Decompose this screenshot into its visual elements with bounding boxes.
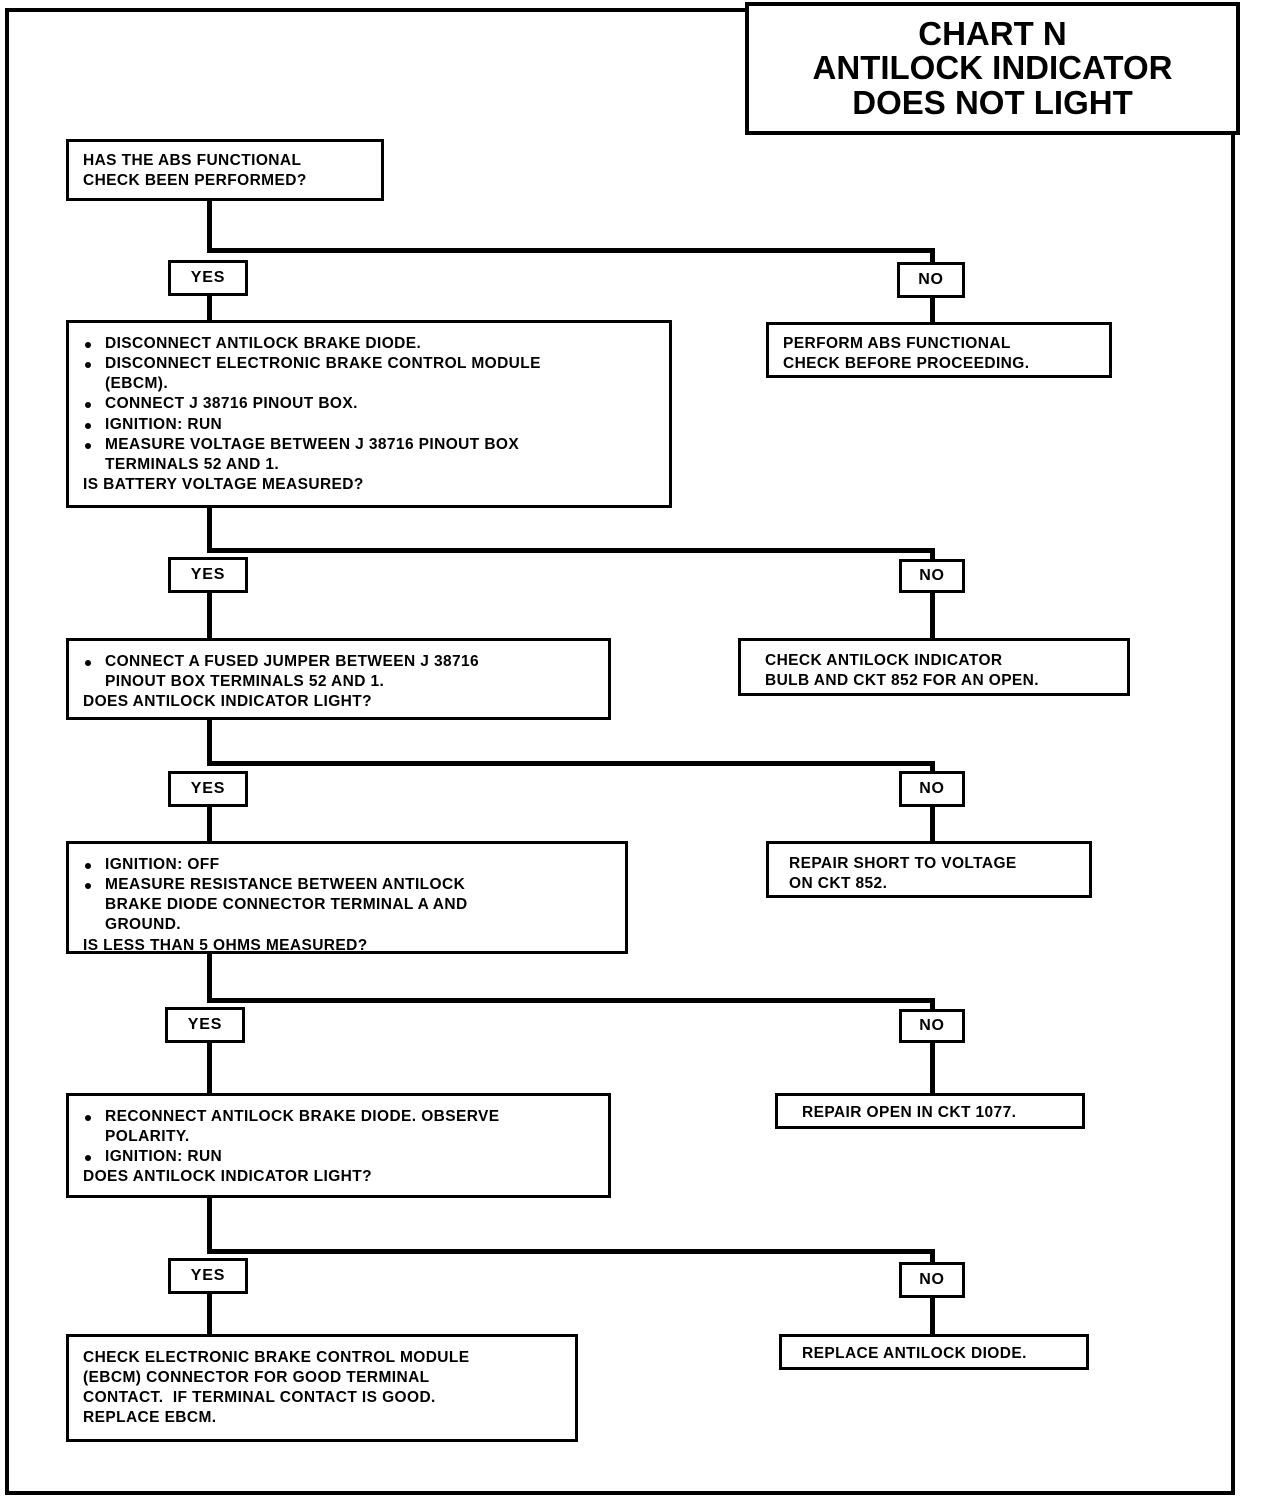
n5no-line-1: REPLACE ANTILOCK DIODE. [802, 1345, 1027, 1362]
connector-yes4-down [207, 1042, 212, 1094]
branch-label-yes-1: YES [168, 260, 248, 296]
n5yes-line-4: REPLACE EBCM. [83, 1409, 217, 1427]
q5-bullet-1-cont: POLARITY. [105, 1128, 190, 1146]
n1-line-2: CHECK BEFORE PROCEEDING. [783, 355, 1030, 373]
connector-q2-down [207, 505, 212, 553]
branch-label-yes-2: YES [168, 557, 248, 593]
connector-no2-down [930, 592, 935, 640]
connector-q1-no-down [930, 248, 935, 264]
q4-bullet-1: IGNITION: OFF [75, 855, 613, 875]
connector-q5-across [207, 1249, 935, 1254]
n5yes-line-2: (EBCM) CONNECTOR FOR GOOD TERMINAL [83, 1369, 430, 1387]
n1-line-1: PERFORM ABS FUNCTIONAL [783, 335, 1011, 352]
q3-bullet-1-cont: PINOUT BOX TERMINALS 52 AND 1. [105, 673, 385, 691]
q2-bullet-4: IGNITION: RUN [75, 415, 657, 435]
branch-label-yes-4: YES [165, 1007, 245, 1043]
node-abs-functional-check-question: HAS THE ABS FUNCTIONAL CHECK BEEN PERFOR… [66, 139, 384, 201]
q2-bullet-2: DISCONNECT ELECTRONIC BRAKE CONTROL MODU… [75, 354, 657, 374]
q4-bullet-2: MEASURE RESISTANCE BETWEEN ANTILOCK [75, 875, 613, 895]
branch-label-no-5: NO [899, 1262, 965, 1298]
q2-question: IS BATTERY VOLTAGE MEASURED? [83, 475, 364, 493]
q2-bullet-5-cont: TERMINALS 52 AND 1. [105, 455, 280, 473]
branch-label-no-1: NO [897, 262, 965, 298]
connector-q5-down [207, 1196, 212, 1254]
connector-no4-down [930, 1042, 935, 1094]
q2-bullet-2-cont: (EBCM). [105, 375, 169, 393]
connector-q4-down [207, 951, 212, 1003]
connector-no5-down [930, 1293, 935, 1335]
q2-bullet-3: CONNECT J 38716 PINOUT BOX. [75, 394, 657, 414]
connector-q2-no-down [930, 548, 935, 562]
connector-q5-no-down [930, 1249, 935, 1263]
connector-q3-no-down [930, 761, 935, 775]
n5yes-line-3: CONTACT. IF TERMINAL CONTACT IS GOOD. [83, 1389, 436, 1407]
node-repair-short-to-voltage: REPAIR SHORT TO VOLTAGE ON CKT 852. [766, 841, 1092, 898]
q4-bullet-2-cont-1: BRAKE DIODE CONNECTOR TERMINAL A AND [105, 896, 468, 914]
page-frame [5, 8, 1235, 1495]
node-reconnect-diode-question: RECONNECT ANTILOCK BRAKE DIODE. OBSERVE … [66, 1093, 611, 1198]
node-check-ebcm-connector: CHECK ELECTRONIC BRAKE CONTROL MODULE (E… [66, 1334, 578, 1442]
node-fused-jumper-question: CONNECT A FUSED JUMPER BETWEEN J 38716 P… [66, 638, 611, 720]
q3-bullet-1: CONNECT A FUSED JUMPER BETWEEN J 38716 [75, 652, 596, 672]
q4-bullet-2-cont-2: GROUND. [105, 916, 181, 934]
connector-q1-down [207, 199, 212, 253]
q1-line-2: CHECK BEEN PERFORMED? [83, 172, 307, 190]
title-line-3: DOES NOT LIGHT [852, 83, 1133, 121]
branch-label-no-2: NO [899, 559, 965, 593]
q5-question: DOES ANTILOCK INDICATOR LIGHT? [83, 1168, 372, 1186]
branch-label-yes-5: YES [168, 1258, 248, 1294]
connector-yes5-down [207, 1293, 212, 1335]
q5-bullet-2: IGNITION: RUN [75, 1147, 596, 1167]
node-repair-open-ckt1077: REPAIR OPEN IN CKT 1077. [775, 1093, 1085, 1129]
q4-question: IS LESS THAN 5 OHMS MEASURED? [83, 936, 368, 954]
branch-label-no-4: NO [899, 1009, 965, 1043]
connector-yes2-down [207, 592, 212, 640]
node-measure-voltage-question: DISCONNECT ANTILOCK BRAKE DIODE. DISCONN… [66, 320, 672, 508]
node-perform-abs-functional-check: PERFORM ABS FUNCTIONAL CHECK BEFORE PROC… [766, 322, 1112, 378]
connector-yes3-down [207, 805, 212, 843]
q2-bullet-1: DISCONNECT ANTILOCK BRAKE DIODE. [75, 334, 657, 354]
q2-bullet-5: MEASURE VOLTAGE BETWEEN J 38716 PINOUT B… [75, 435, 657, 455]
connector-q3-across [207, 761, 935, 766]
q3-question: DOES ANTILOCK INDICATOR LIGHT? [83, 693, 372, 711]
n3-line-1: REPAIR SHORT TO VOLTAGE [789, 855, 1017, 872]
connector-q1-across [207, 248, 935, 253]
connector-q2-across [207, 548, 935, 553]
node-check-indicator-bulb-ckt852: CHECK ANTILOCK INDICATOR BULB AND CKT 85… [738, 638, 1130, 696]
branch-label-no-3: NO [899, 771, 965, 807]
connector-q4-across [207, 998, 935, 1003]
n4-line-1: REPAIR OPEN IN CKT 1077. [802, 1104, 1017, 1121]
n3-line-2: ON CKT 852. [789, 875, 888, 893]
node-replace-antilock-diode: REPLACE ANTILOCK DIODE. [779, 1334, 1089, 1370]
connector-q3-down [207, 718, 212, 766]
connector-q4-no-down [930, 998, 935, 1012]
n5yes-line-1: CHECK ELECTRONIC BRAKE CONTROL MODULE [83, 1349, 470, 1366]
node-measure-resistance-question: IGNITION: OFF MEASURE RESISTANCE BETWEEN… [66, 841, 628, 954]
n2-line-2: BULB AND CKT 852 FOR AN OPEN. [765, 672, 1039, 690]
connector-no3-down [930, 805, 935, 843]
connector-yes1-down [207, 292, 212, 321]
branch-label-yes-3: YES [168, 771, 248, 807]
title-line-2: ANTILOCK INDICATOR [812, 49, 1173, 87]
connector-no1-down [930, 296, 935, 324]
q5-bullet-1: RECONNECT ANTILOCK BRAKE DIODE. OBSERVE [75, 1107, 596, 1127]
q1-line-1: HAS THE ABS FUNCTIONAL [83, 152, 302, 169]
n2-line-1: CHECK ANTILOCK INDICATOR [765, 652, 1003, 669]
title-line-1: CHART N [918, 15, 1067, 53]
chart-title-block: CHART N ANTILOCK INDICATOR DOES NOT LIGH… [745, 2, 1240, 135]
